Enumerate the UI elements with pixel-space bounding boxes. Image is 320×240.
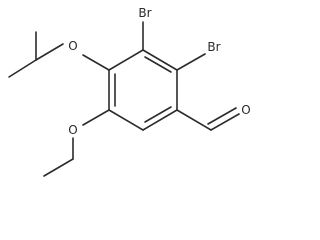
atom-label-oxygen: O bbox=[68, 123, 77, 137]
atom-label-oxygen: O bbox=[241, 103, 250, 117]
ring-double-bond-inner bbox=[144, 106, 172, 123]
atom-label-bromine: Br bbox=[138, 6, 151, 20]
bond-ch-ch3-left bbox=[8, 59, 37, 78]
ring-bond bbox=[108, 109, 144, 131]
atom-label-oxygen: O bbox=[68, 39, 77, 53]
bond-co-double-a bbox=[210, 113, 240, 131]
bond-c1-cho bbox=[176, 109, 212, 131]
bond-ch2-ch3 bbox=[43, 158, 74, 177]
ring-bond bbox=[108, 49, 144, 71]
bond-o-ch bbox=[35, 43, 64, 61]
chemical-structure-diagram: Br Br O O O bbox=[8, 6, 251, 177]
bond-c4-o bbox=[82, 54, 110, 71]
ring-double-bond-inner bbox=[144, 56, 172, 73]
benzene-ring bbox=[108, 49, 178, 131]
atom-labels: Br Br O O O bbox=[68, 6, 250, 137]
bond-c2-br bbox=[176, 53, 206, 71]
substituent-bonds bbox=[8, 21, 240, 177]
bond-co-double-b bbox=[207, 107, 237, 125]
atom-label-bromine: Br bbox=[207, 40, 220, 54]
bond-c5-o bbox=[82, 109, 110, 126]
ring-bond bbox=[142, 49, 178, 71]
ring-bond bbox=[142, 109, 178, 131]
